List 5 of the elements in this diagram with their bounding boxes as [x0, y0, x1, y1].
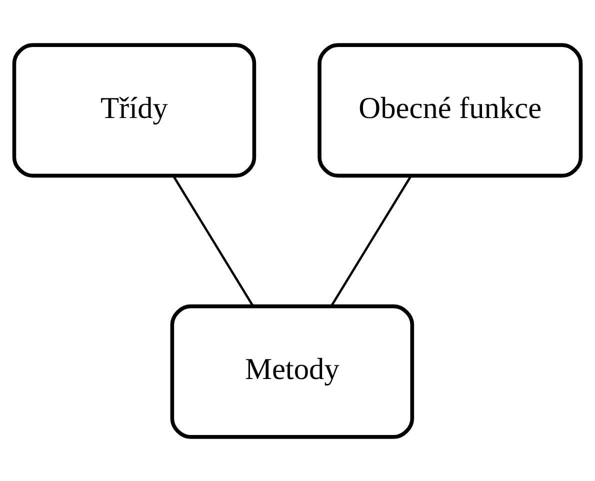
connector [172, 174, 254, 306]
node-box: Třídy [12, 42, 256, 178]
node-box: Metody [170, 304, 414, 438]
connector [330, 174, 412, 306]
node-box: Obecné funkce [318, 42, 583, 178]
